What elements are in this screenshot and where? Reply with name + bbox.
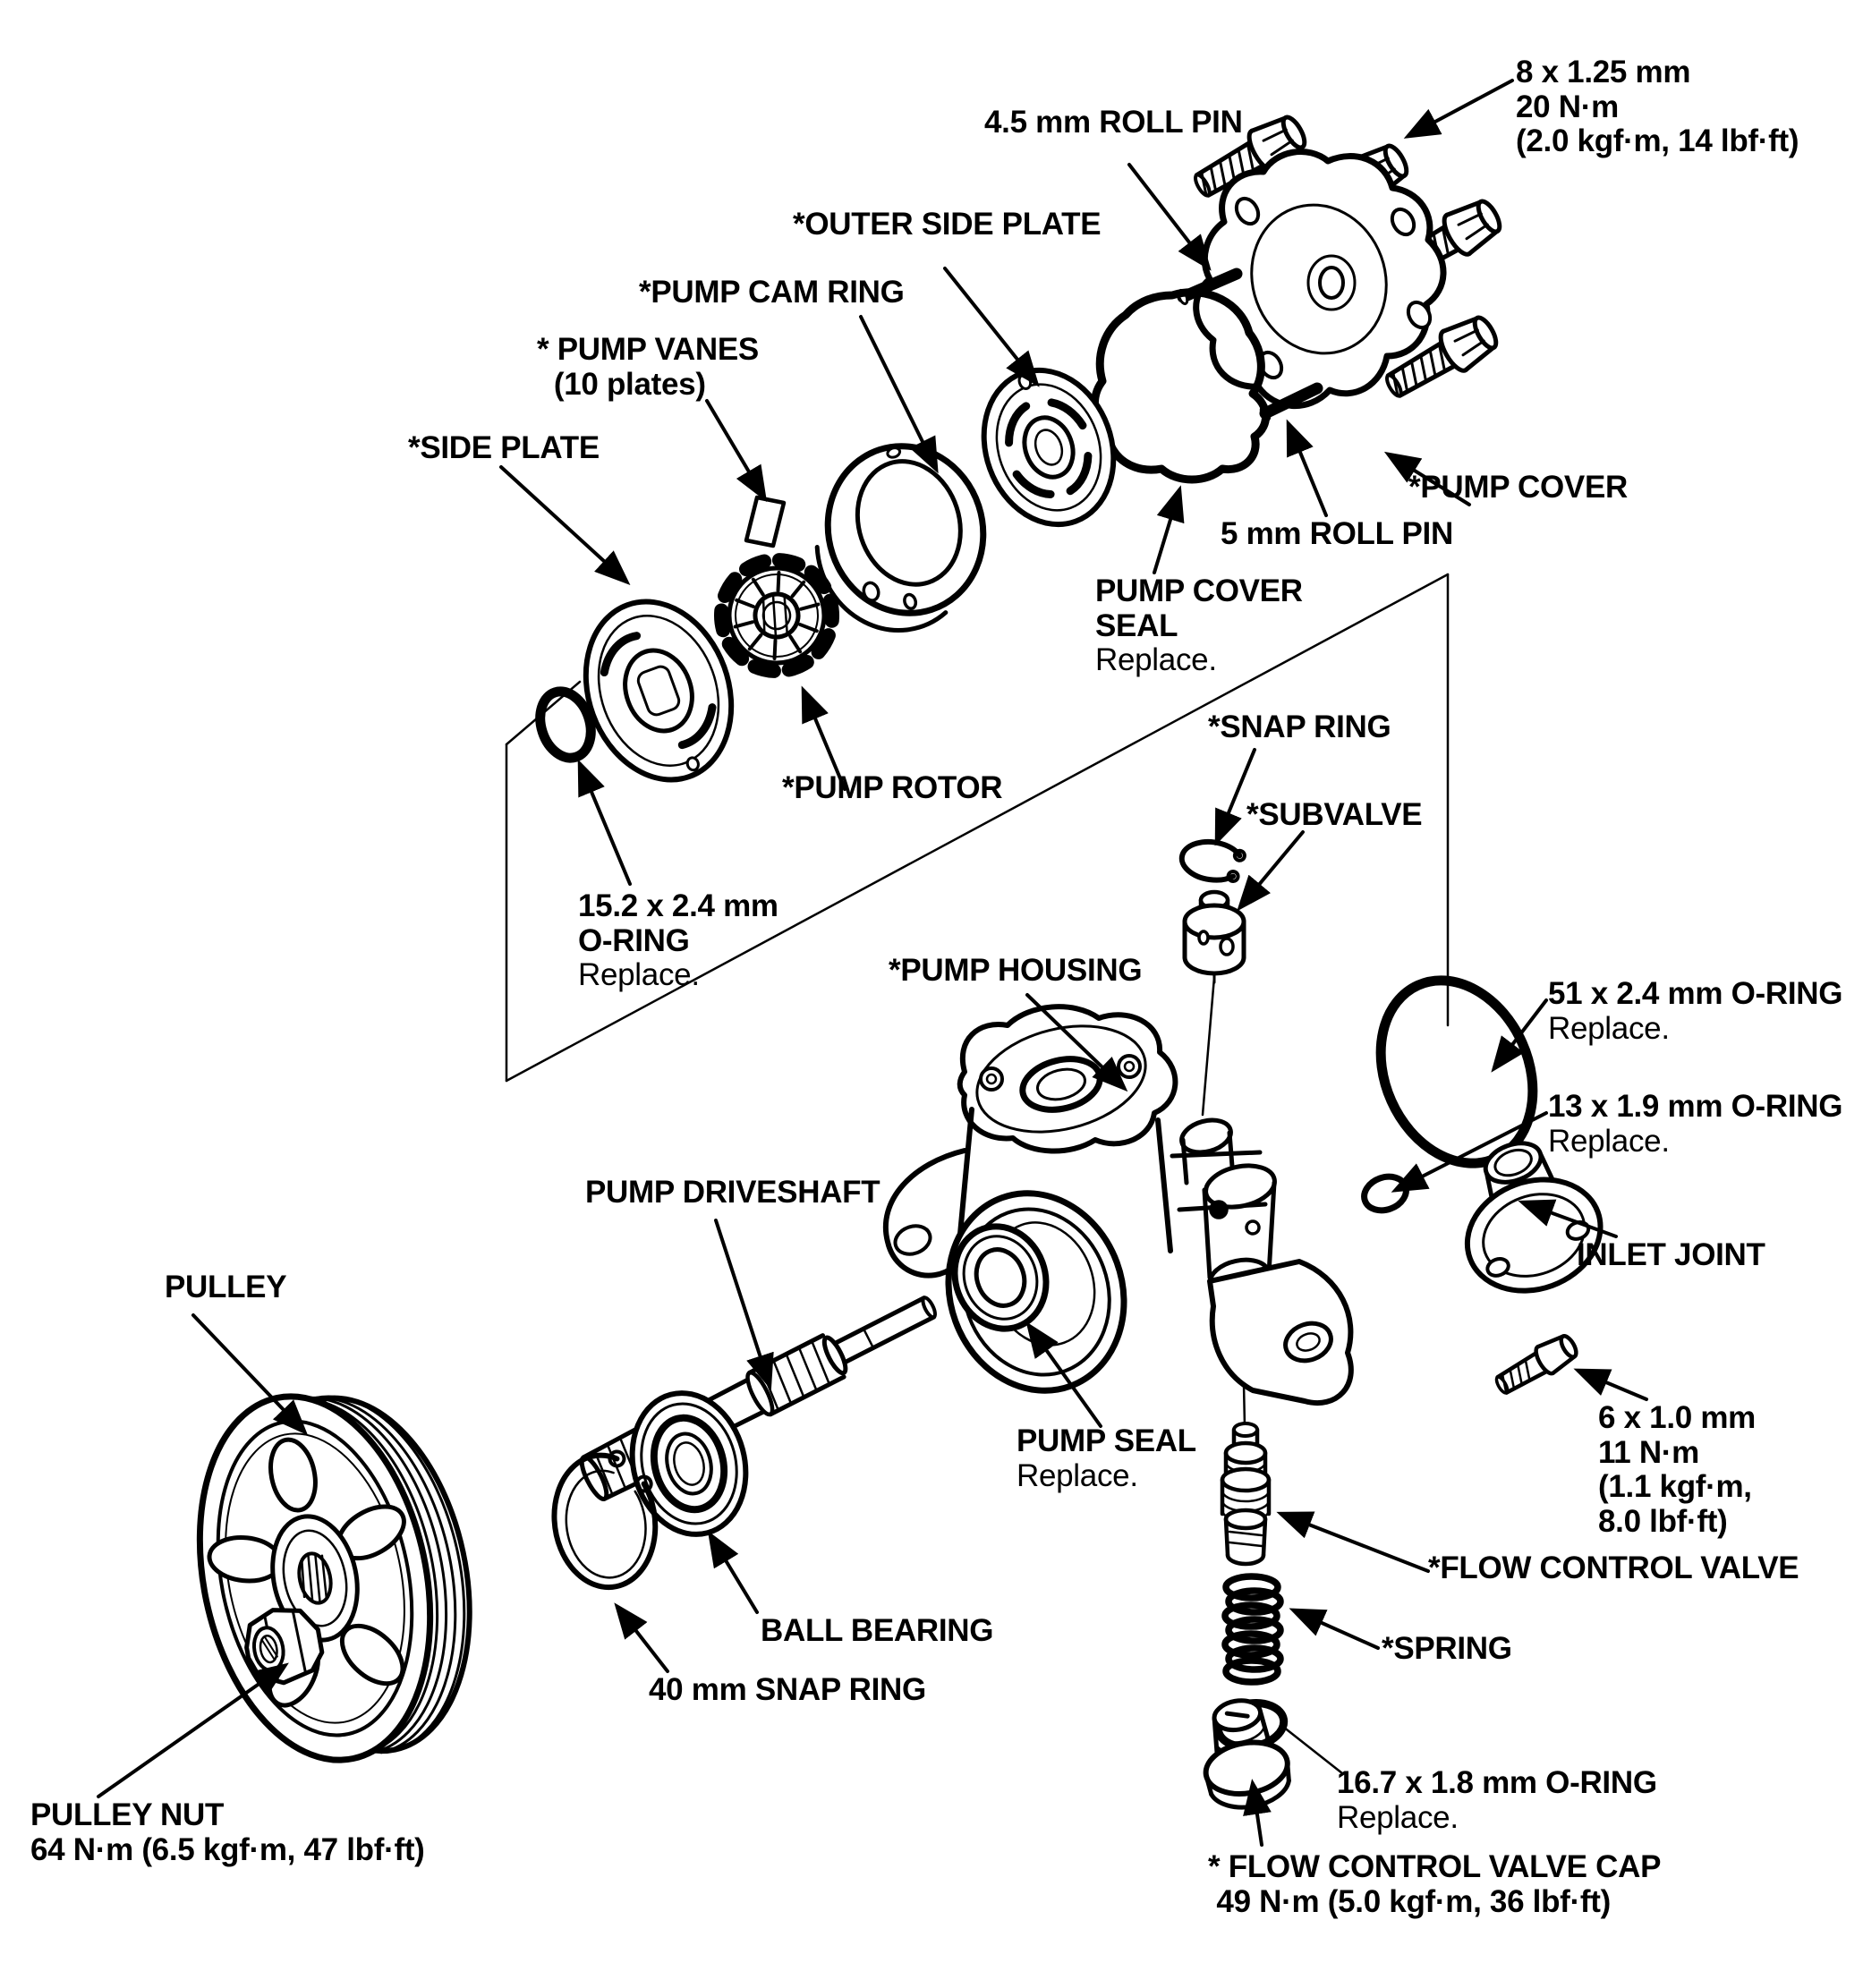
inlet-joint-drawing <box>1464 1141 1604 1294</box>
label-inlet-joint: INLET JOINT <box>1577 1237 1765 1272</box>
label-snap-ring: *SNAP RING <box>1208 709 1391 744</box>
label-bolt-8mm: 8 x 1.25 mm 20 N·m (2.0 kgf·m, 14 lbf·ft… <box>1516 55 1799 158</box>
pulley-drawing <box>196 1393 472 1763</box>
label-pump-driveshaft: PUMP DRIVESHAFT <box>585 1175 880 1210</box>
label-spring: *SPRING <box>1382 1631 1512 1666</box>
pump-housing-drawing <box>883 1004 1354 1406</box>
label-pump-vanes: * PUMP VANES (10 plates) <box>537 332 759 402</box>
label-bolt-6mm: 6 x 1.0 mm 11 N·m (1.1 kgf·m, 8.0 lbf·ft… <box>1598 1400 1756 1539</box>
leader-arrows <box>97 79 1648 1847</box>
oring-13mm-drawing <box>1361 1173 1409 1214</box>
label-roll-pin-45: 4.5 mm ROLL PIN <box>984 105 1243 140</box>
outer-side-plate-drawing <box>981 367 1117 528</box>
inlet-bolt-drawing <box>1494 1334 1578 1395</box>
label-pump-housing: *PUMP HOUSING <box>889 953 1143 988</box>
label-ball-bearing: BALL BEARING <box>761 1613 994 1648</box>
label-pump-rotor: *PUMP ROTOR <box>782 770 1003 805</box>
label-fcv-cap: * FLOW CONTROL VALVE CAP 49 N·m (5.0 kgf… <box>1208 1849 1662 1919</box>
oring-15mm-drawing <box>535 686 596 763</box>
side-plate-drawing <box>583 599 735 783</box>
label-subvalve: *SUBVALVE <box>1246 797 1423 832</box>
label-outer-side-plate: *OUTER SIDE PLATE <box>793 207 1102 242</box>
pump-cover-seal-drawing <box>1090 288 1270 484</box>
spring-drawing <box>1221 1573 1284 1686</box>
label-roll-pin-5: 5 mm ROLL PIN <box>1221 516 1453 551</box>
subvalve-drawing <box>1182 889 1246 984</box>
label-pump-cover: *PUMP COVER <box>1408 470 1628 505</box>
pump-cam-ring-drawing <box>814 443 987 633</box>
snap-ring-drawing <box>1178 838 1246 884</box>
pump-vane-drawing <box>744 495 787 548</box>
pump-cover-drawing <box>1177 149 1447 422</box>
label-pulley: PULLEY <box>165 1270 287 1304</box>
snap-ring-40mm-drawing <box>551 1449 659 1591</box>
label-side-plate: *SIDE PLATE <box>408 430 600 465</box>
label-snap-ring-40: 40 mm SNAP RING <box>649 1672 926 1707</box>
pump-rotor-drawing <box>714 553 839 678</box>
pump-seal-drawing <box>951 1223 1050 1332</box>
label-pulley-nut: PULLEY NUT 64 N·m (6.5 kgf·m, 47 lbf·ft) <box>30 1797 425 1867</box>
label-pump-cam-ring: *PUMP CAM RING <box>639 275 905 310</box>
label-flow-control-valve: *FLOW CONTROL VALVE <box>1428 1550 1799 1585</box>
flow-control-valve-drawing <box>1220 1422 1272 1567</box>
ball-bearing-drawing <box>629 1390 749 1537</box>
pump-driveshaft-drawing <box>579 1296 937 1501</box>
